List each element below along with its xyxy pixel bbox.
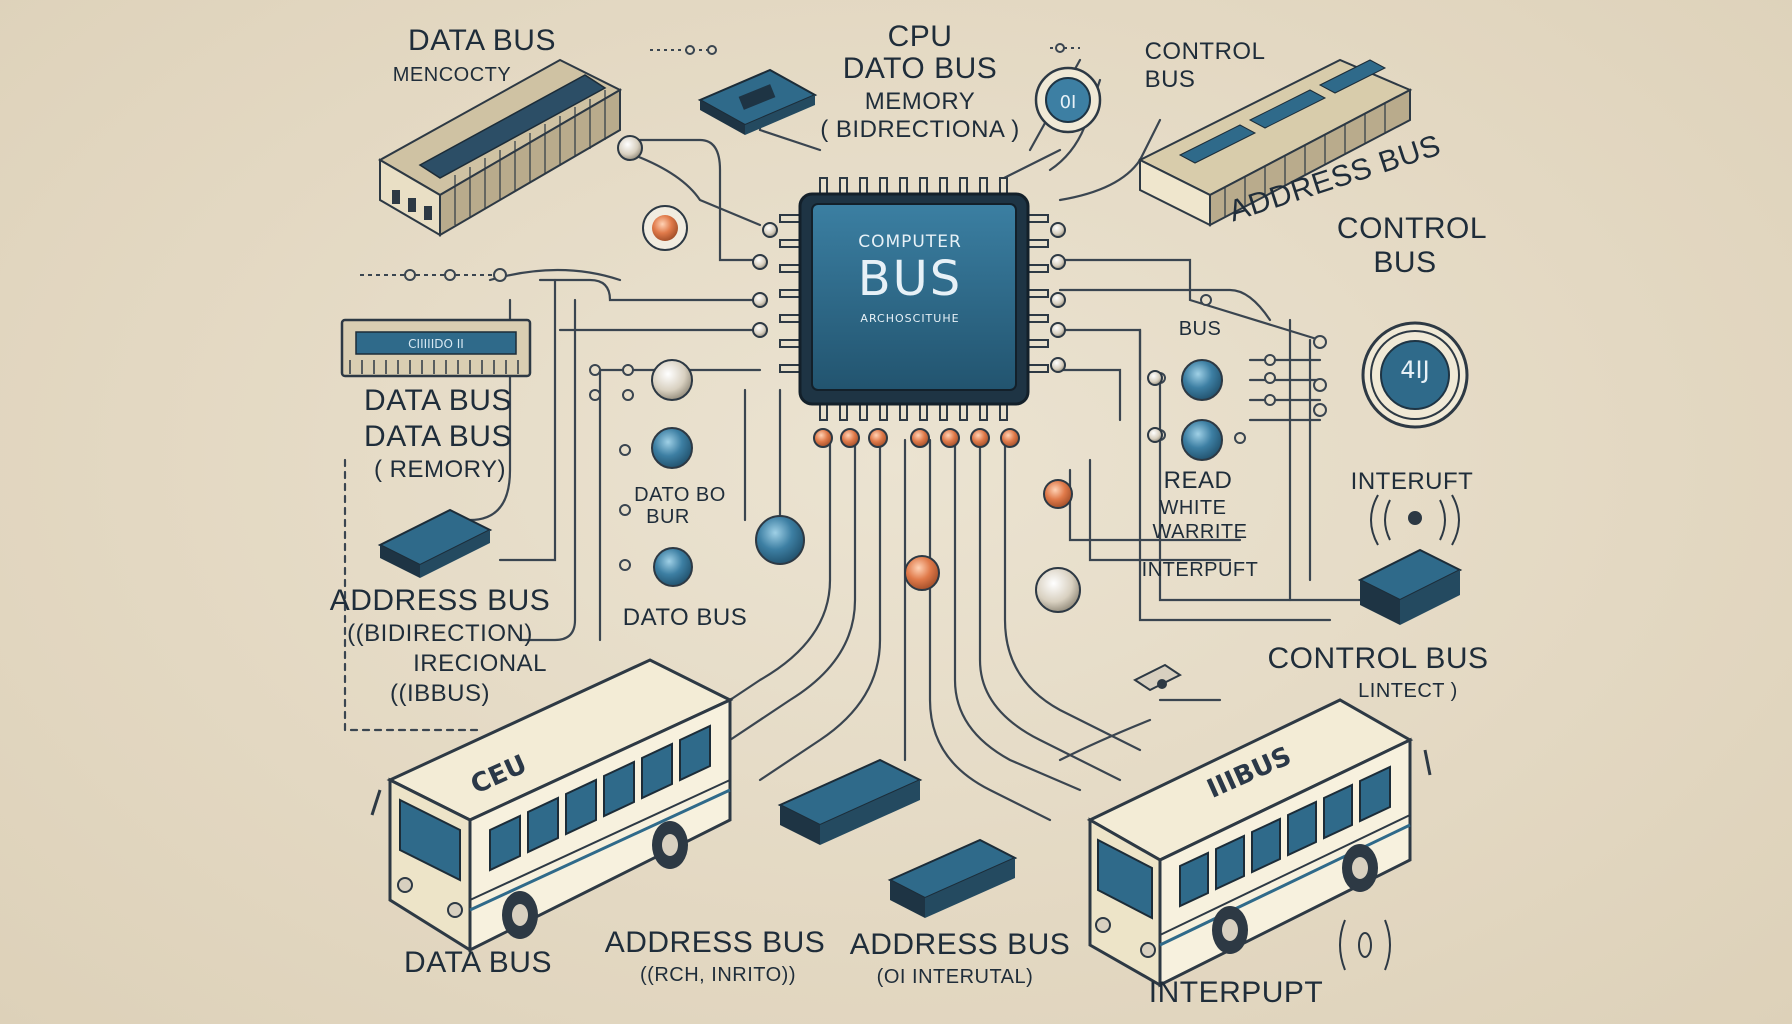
label-control-bus-right: CONTROL BUS — [1267, 642, 1489, 675]
gauge-value: 4IJ — [1400, 356, 1430, 384]
bus-right — [1086, 698, 1432, 988]
label-interutal: (OI INTERUTAL) — [876, 966, 1034, 988]
label-dato-bus-center: DATO BUS — [622, 604, 748, 631]
label-address-bus-bottom-2: ADDRESS BUS — [849, 928, 1071, 961]
label-lintect: LINTECT ) — [1358, 680, 1458, 702]
svg-text:CIIIIIDO II: CIIIIIDO II — [408, 337, 464, 351]
label-bus-right: BUS — [1373, 246, 1437, 279]
led-indicators — [651, 359, 1223, 613]
cpu-chip — [752, 177, 1066, 448]
cpu-title-top: COMPUTER — [858, 232, 962, 252]
label-data-bus-left-1: DATA BUS — [364, 384, 512, 417]
label-bidirection-left: ((BIDIRECTION) — [347, 620, 533, 647]
label-data-bus-left-2: DATA BUS — [364, 420, 512, 453]
label-read: READ — [1163, 467, 1233, 494]
label-data-bus-bottom: DATA BUS — [404, 946, 552, 979]
label-address-bus-bottom-1: ADDRESS BUS — [604, 926, 826, 959]
label-interpuft-mid: INTERPUFT — [1141, 559, 1259, 581]
memory-module-top-right — [1137, 58, 1413, 227]
label-mencocty: MENCOCTY — [392, 64, 512, 86]
label-dato-bus-top: DATO BUS — [842, 52, 998, 85]
label-control-top: CONTROL — [1144, 38, 1266, 65]
label-ibbus: ((IBBUS) — [390, 680, 490, 707]
cpu-label: COMPUTER BUS ARCHOSCITUHE — [820, 210, 1000, 325]
gauge-top-right: 0I — [1034, 66, 1102, 134]
small-chip-top — [697, 68, 818, 135]
memory-module-top-left — [377, 58, 623, 237]
label-bus-top-right: BUS — [1144, 66, 1196, 93]
small-chip-left — [377, 508, 493, 578]
label-remory: ( REMORY) — [373, 456, 507, 483]
small-chip-bottom-right — [887, 838, 1018, 918]
cpu-title-sub: ARCHOSCITUHE — [860, 312, 960, 325]
label-control-right: CONTROL — [1336, 212, 1488, 245]
cpu-title-main: BUS — [857, 251, 963, 307]
svg-text:0I: 0I — [1060, 92, 1077, 113]
label-bidirectiona: ( BIDRECTIONA ) — [820, 116, 1020, 143]
label-bus-small-right: BUS — [1178, 318, 1222, 340]
label-address-bus-left: ADDRESS BUS — [329, 584, 551, 617]
label-white: WHITE — [1159, 497, 1227, 519]
knob — [617, 135, 643, 161]
label-memory-top: MEMORY — [864, 88, 976, 115]
label-rch-inrito: ((RCH, INRITO)) — [640, 964, 796, 986]
label-warrite: WARRITE — [1152, 521, 1248, 543]
bus-left — [370, 658, 734, 953]
label-dato-bo: DATO BO — [634, 484, 726, 506]
label-interuft-right: INTERUFT — [1350, 468, 1474, 495]
memory-stick-left: CIIIIIDO II — [340, 318, 532, 378]
label-bur: BUR — [646, 506, 690, 528]
label-irecional: IRECIONAL — [413, 650, 547, 677]
plug-connector — [1133, 663, 1182, 692]
bus-wires — [343, 58, 1362, 822]
small-chip-bottom-left — [777, 758, 923, 845]
label-interpupt-bottom: INTERPUPT — [1148, 976, 1324, 1009]
small-chip-right — [1357, 548, 1463, 625]
label-data-bus-top-left: DATA BUS — [408, 24, 556, 57]
signal-waves — [1339, 494, 1460, 971]
label-cpu: CPU — [887, 20, 953, 53]
gauge-right — [1361, 321, 1469, 429]
